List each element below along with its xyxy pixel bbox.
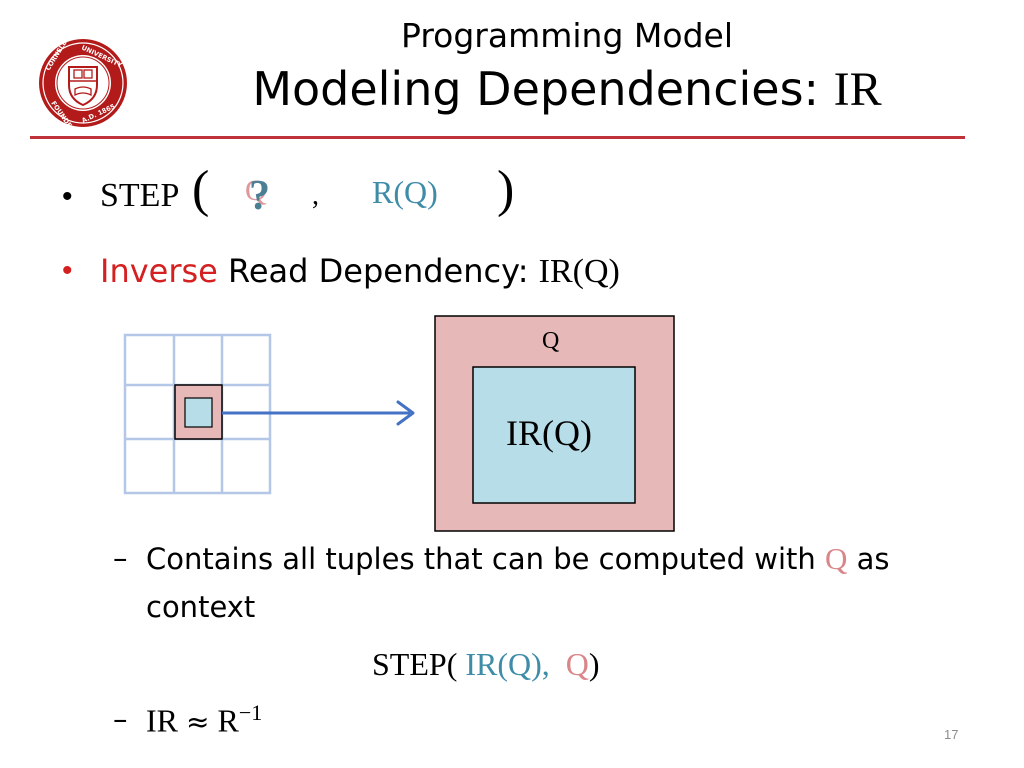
formula-irq: IR(Q), (465, 646, 550, 682)
sub-bullet-text-end: as (847, 542, 890, 576)
bullet-marker: • (62, 254, 73, 287)
step-open-paren: ( (192, 161, 210, 218)
q-term: Q (824, 541, 848, 576)
cornell-seal-logo: CORNELL UNIVERSITY FOUNDED A.D. 1865 (39, 39, 127, 129)
region-irq-box (472, 366, 636, 504)
inverse-exponent: −1 (238, 700, 263, 725)
sub-bullet-dash: – (113, 702, 128, 736)
formula-step: STEP( (372, 646, 466, 682)
inverse-keyword: Inverse (100, 252, 218, 290)
sub-bullet-text: Contains all tuples that can be computed… (146, 542, 825, 576)
question-mark: ? (249, 173, 270, 219)
region-q-label: Q (542, 328, 560, 354)
bullet-marker: • (62, 180, 73, 213)
bullet-text: Read Dependency: (217, 252, 539, 290)
title-variable: IR (833, 63, 882, 116)
sub-bullet-line1: Contains all tuples that can be computed… (146, 541, 889, 577)
step-formula: STEP( IR(Q), Q) (372, 646, 600, 683)
slide-subtitle: Programming Model (401, 16, 733, 55)
approx-symbol: ≈ (186, 705, 210, 739)
formula-q: Q (565, 646, 589, 682)
irq-term: IR(Q) (538, 253, 620, 290)
argument-comma: , (312, 180, 319, 211)
title-text: Modeling Dependencies: (252, 62, 834, 116)
sub-bullet-line2: context (146, 590, 256, 624)
region-irq-label: IR(Q) (506, 413, 592, 453)
ir-approx-formula: IR ≈ R−1 (146, 700, 262, 740)
read-dependency-rq: R(Q) (372, 174, 438, 210)
page-number: 17 (944, 727, 959, 742)
r-term: R (217, 702, 239, 739)
step-function-name: STEP (100, 177, 180, 214)
faded-q-placeholder: Q (245, 174, 267, 207)
dependency-arrow (222, 400, 415, 426)
header-divider (30, 136, 965, 139)
highlighted-cell-ir (184, 397, 213, 428)
sub-bullet-dash: – (113, 541, 128, 575)
formula-close: ) (588, 646, 600, 682)
bullet-inverse-read-dependency: Inverse Read Dependency: IR(Q) (100, 252, 620, 291)
slide-title: Modeling Dependencies: IR (0, 62, 1024, 117)
step-close-paren: ) (497, 161, 515, 218)
ir-term: IR (146, 702, 178, 739)
